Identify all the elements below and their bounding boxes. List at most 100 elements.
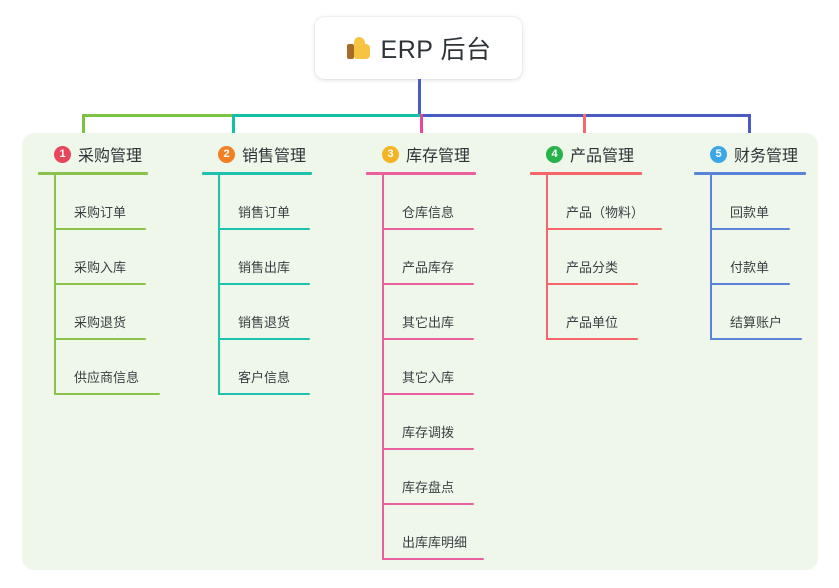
list-item-label: 出库库明细 (402, 535, 468, 550)
list-item-rule (382, 338, 474, 340)
list-item[interactable]: 付款单 (694, 230, 806, 285)
list-item-rule (54, 393, 160, 395)
list-item-label: 供应商信息 (74, 370, 140, 385)
list-item-rule (382, 503, 474, 505)
column-header-rule-inventory (366, 172, 476, 175)
column-header-sales[interactable]: 2 销售管理 (202, 141, 312, 167)
list-item[interactable]: 库存调拨 (366, 395, 476, 450)
badge-number-2: 2 (218, 145, 235, 163)
root-node-title: ERP 后台 (380, 36, 492, 64)
list-item-rule (546, 228, 662, 230)
list-item-label: 采购入库 (74, 260, 127, 275)
list-item-label: 销售订单 (238, 205, 291, 220)
thumbs-up-icon (346, 35, 372, 61)
drop-col-2 (232, 114, 235, 150)
list-item[interactable]: 产品库存 (366, 230, 476, 285)
list-item-rule (54, 283, 146, 285)
list-item[interactable]: 库存盘点 (366, 450, 476, 505)
list-item[interactable]: 销售订单 (202, 175, 312, 230)
list-item[interactable]: 回款单 (694, 175, 806, 230)
bus-green (82, 114, 232, 117)
column-sales: 2 销售管理销售订单销售出库销售退货客户信息 (202, 141, 312, 395)
list-item-rule (710, 338, 802, 340)
root-node[interactable]: ERP 后台 (315, 17, 522, 79)
list-item[interactable]: 其它出库 (366, 285, 476, 340)
column-title-sales: 销售管理 (242, 148, 307, 165)
list-item-rule (382, 448, 474, 450)
column-spine-finance (710, 175, 712, 340)
list-item-label: 销售出库 (238, 260, 291, 275)
list-item-rule (218, 338, 310, 340)
column-header-purchase[interactable]: 1 采购管理 (38, 141, 148, 167)
list-item[interactable]: 产品分类 (530, 230, 642, 285)
list-item-rule (218, 283, 310, 285)
list-item[interactable]: 产品单位 (530, 285, 642, 340)
list-item[interactable]: 结算账户 (694, 285, 806, 340)
badge-number-3: 3 (382, 145, 399, 163)
list-item-label: 库存调拨 (402, 425, 455, 440)
column-header-rule-sales (202, 172, 312, 175)
list-item-rule (546, 338, 638, 340)
list-item[interactable]: 产品（物料） (530, 175, 662, 230)
column-spine-sales (218, 175, 220, 395)
root-stem (418, 79, 421, 117)
column-header-rule-finance (694, 172, 806, 175)
drop-col-5 (748, 114, 751, 150)
drop-col-4 (583, 114, 586, 138)
diagram-panel (22, 133, 818, 570)
badge-number-5: 5 (710, 145, 727, 163)
list-item[interactable]: 供应商信息 (38, 340, 160, 395)
column-body-sales: 销售订单销售出库销售退货客户信息 (202, 175, 312, 395)
list-item-label: 其它入库 (402, 370, 455, 385)
list-item-rule (382, 228, 474, 230)
list-item[interactable]: 采购退货 (38, 285, 148, 340)
list-item-label: 采购退货 (74, 315, 127, 330)
list-item-label: 产品分类 (566, 260, 619, 275)
list-item-label: 库存盘点 (402, 480, 455, 495)
column-header-rule-product (530, 172, 642, 175)
list-item-rule (382, 283, 474, 285)
column-body-inventory: 仓库信息产品库存其它出库其它入库库存调拨库存盘点出库库明细 (366, 175, 484, 560)
list-item-label: 仓库信息 (402, 205, 455, 220)
list-item-rule (710, 283, 790, 285)
list-item-label: 采购订单 (74, 205, 127, 220)
column-spine-product (546, 175, 548, 340)
list-item[interactable]: 销售退货 (202, 285, 312, 340)
list-item[interactable]: 采购订单 (38, 175, 148, 230)
list-item[interactable]: 采购入库 (38, 230, 148, 285)
list-item-label: 结算账户 (730, 315, 783, 330)
column-inventory: 3 库存管理仓库信息产品库存其它出库其它入库库存调拨库存盘点出库库明细 (366, 141, 484, 560)
list-item-rule (546, 283, 638, 285)
list-item[interactable]: 出库库明细 (366, 505, 484, 560)
list-item-rule (382, 393, 474, 395)
badge-number-1: 1 (54, 145, 71, 163)
badge-number-4: 4 (546, 145, 563, 163)
list-item-rule (218, 228, 310, 230)
list-item[interactable]: 其它入库 (366, 340, 476, 395)
list-item-label: 产品库存 (402, 260, 455, 275)
column-body-purchase: 采购订单采购入库采购退货供应商信息 (38, 175, 160, 395)
list-item-label: 其它出库 (402, 315, 455, 330)
column-title-inventory: 库存管理 (406, 148, 471, 165)
column-header-inventory[interactable]: 3 库存管理 (366, 141, 476, 167)
column-header-rule-purchase (38, 172, 148, 175)
list-item-label: 客户信息 (238, 370, 291, 385)
list-item-rule (382, 558, 484, 560)
column-title-finance: 财务管理 (734, 148, 799, 165)
list-item-label: 产品（物料） (566, 205, 645, 220)
list-item[interactable]: 仓库信息 (366, 175, 476, 230)
column-spine-purchase (54, 175, 56, 395)
list-item-label: 销售退货 (238, 315, 291, 330)
column-header-finance[interactable]: 5 财务管理 (694, 141, 806, 167)
column-purchase: 1 采购管理采购订单采购入库采购退货供应商信息 (38, 141, 160, 395)
column-finance: 5 财务管理回款单付款单结算账户 (694, 141, 806, 340)
list-item[interactable]: 销售出库 (202, 230, 312, 285)
list-item-rule (54, 338, 146, 340)
column-title-purchase: 采购管理 (78, 148, 143, 165)
list-item-rule (710, 228, 790, 230)
list-item[interactable]: 客户信息 (202, 340, 312, 395)
bus-teal (232, 114, 420, 117)
